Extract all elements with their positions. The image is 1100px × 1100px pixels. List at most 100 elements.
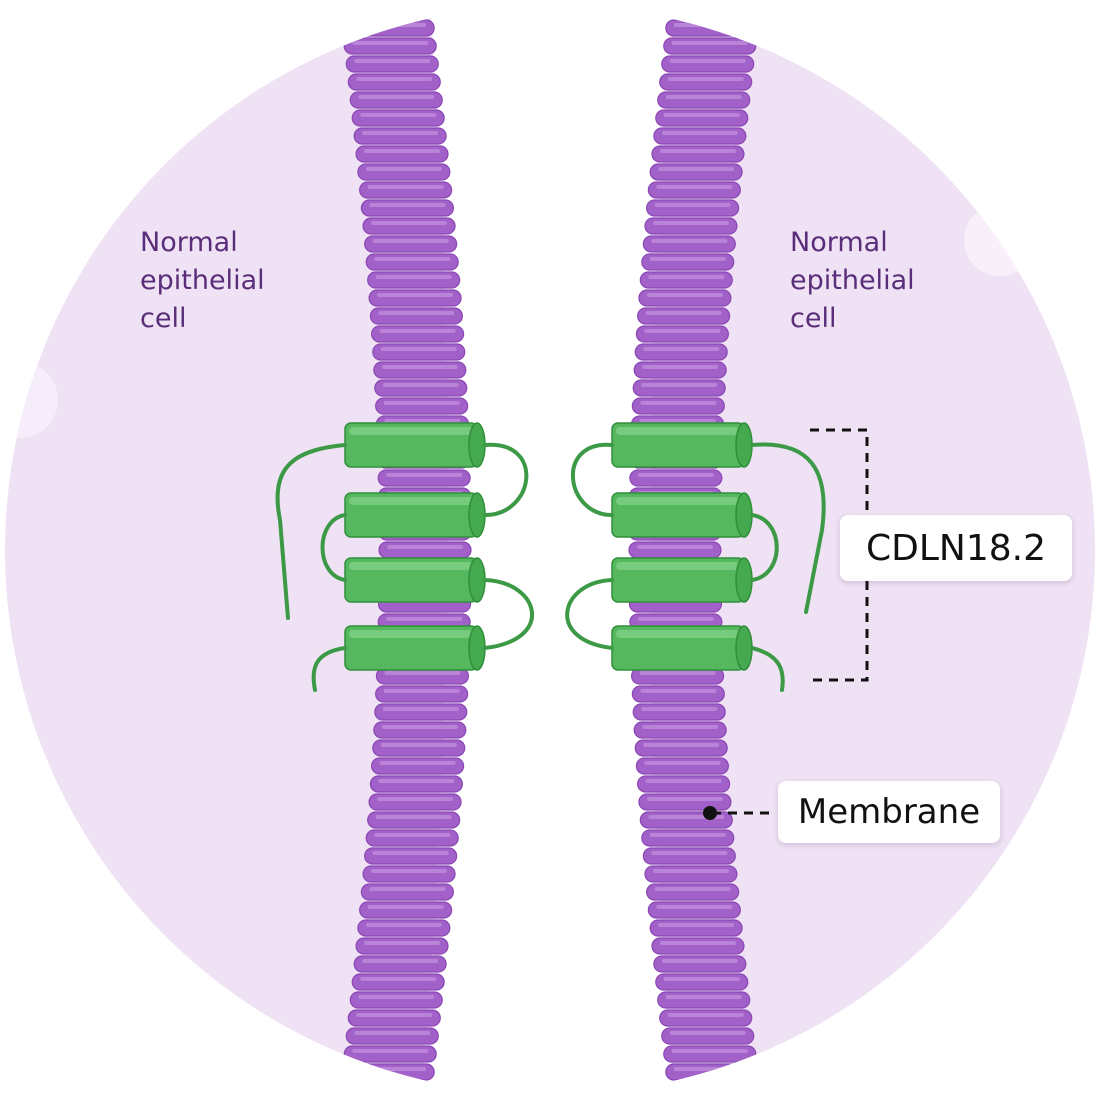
bubble-right [964, 204, 1036, 276]
lipid-highlight [360, 113, 437, 117]
lipid-unit [369, 307, 463, 325]
lipid-unit [343, 1045, 437, 1063]
lipid-unit [634, 343, 728, 361]
lipid-unit [349, 991, 443, 1009]
lipid-unit [367, 271, 461, 289]
lipid-unit [663, 1045, 757, 1063]
lipid-highlight [658, 167, 735, 171]
lipid-highlight [372, 851, 449, 855]
protein-loop [483, 442, 529, 517]
lipid-highlight [637, 473, 714, 477]
lipid-unit [369, 775, 463, 793]
lipid-highlight [639, 419, 716, 423]
lipid-unit [635, 325, 729, 343]
lipid-highlight [381, 365, 458, 369]
lipid-unit [362, 217, 456, 235]
lipid-highlight [654, 887, 731, 891]
lipid-unit [653, 955, 747, 973]
lipid-highlight [386, 473, 463, 477]
lipid-unit [347, 1009, 441, 1027]
lipid-highlight [383, 401, 460, 405]
right-cell-label-line-3: cell [790, 303, 837, 334]
lipid-unit [372, 739, 466, 757]
lipid-unit [378, 541, 472, 559]
lipid-unit [343, 37, 437, 55]
lipid-highlight [384, 671, 461, 675]
lipid-unit [641, 253, 735, 271]
protein-loop [483, 578, 534, 650]
lipid-highlight [358, 995, 435, 999]
lipid-unit [371, 757, 465, 775]
lipid-highlight [380, 347, 457, 351]
lipid-unit [365, 829, 459, 847]
lipid-unit [372, 343, 466, 361]
lipid-highlight [371, 221, 448, 225]
lipid-highlight [362, 959, 439, 963]
lipid-unit [659, 73, 753, 91]
helix-cylinder [344, 625, 486, 671]
lipid-highlight [348, 5, 425, 9]
lipid-unit [345, 1027, 439, 1045]
lipid-highlight [367, 185, 444, 189]
right-cell-label-line-2: epithelial [790, 265, 915, 296]
lipid-highlight [364, 941, 441, 945]
lipid-highlight [354, 59, 431, 63]
lipid-highlight [352, 41, 429, 45]
lipid-highlight [645, 311, 722, 315]
lipid-highlight [641, 707, 718, 711]
lipid-highlight [384, 419, 461, 423]
protein-loop [320, 513, 347, 582]
lipid-unit [633, 361, 727, 379]
lipid-highlight [637, 617, 714, 621]
lipid-unit [375, 685, 469, 703]
lipid-highlight [387, 545, 463, 549]
lipid-unit [371, 325, 465, 343]
lipid-unit [631, 685, 725, 703]
lipid-unit [655, 973, 749, 991]
lipid-unit [351, 109, 445, 127]
lipid-unit [339, 5, 433, 19]
lipid-highlight [374, 257, 451, 261]
lipid-unit [367, 811, 461, 829]
lipid-highlight [661, 131, 738, 135]
lipid-unit [635, 757, 729, 775]
lipid-unit [651, 145, 745, 163]
lipid-highlight [663, 113, 740, 117]
lipid-unit [661, 55, 755, 73]
lipid-highlight [367, 905, 444, 909]
lipid-highlight [644, 329, 721, 333]
lipid-unit [632, 379, 726, 397]
protein-loop [750, 646, 785, 692]
lipid-unit [659, 1009, 753, 1027]
left-cell-label-line-1: Normal [140, 227, 238, 258]
lipid-highlight [371, 869, 448, 873]
lipid-unit [364, 235, 458, 253]
lipid-unit [667, 1081, 761, 1095]
lipid-highlight [652, 869, 729, 873]
lipid-highlight [649, 833, 726, 837]
lipid-highlight [383, 689, 460, 693]
lipid-highlight [644, 761, 721, 765]
lipid-highlight [381, 725, 458, 729]
lipid-unit [657, 91, 751, 109]
lipid-unit [357, 163, 451, 181]
helix-cylinder [611, 625, 753, 671]
lipid-highlight [673, 23, 750, 27]
lipid-unit [653, 127, 747, 145]
protein-loop [565, 578, 614, 650]
lipid-unit [634, 739, 728, 757]
protein-loop [571, 442, 614, 517]
lipid-unit [644, 217, 738, 235]
lipid-unit [351, 973, 445, 991]
lipid-highlight [669, 1031, 746, 1035]
lipid-highlight [646, 293, 723, 297]
helix-cylinder [344, 422, 486, 468]
lipid-unit [368, 793, 462, 811]
lipid-unit [345, 55, 439, 73]
lipid-highlight [673, 1067, 750, 1071]
lipid-highlight [654, 203, 731, 207]
lipid-unit [364, 847, 458, 865]
lipid-highlight [639, 671, 716, 675]
lipid-unit [628, 541, 722, 559]
